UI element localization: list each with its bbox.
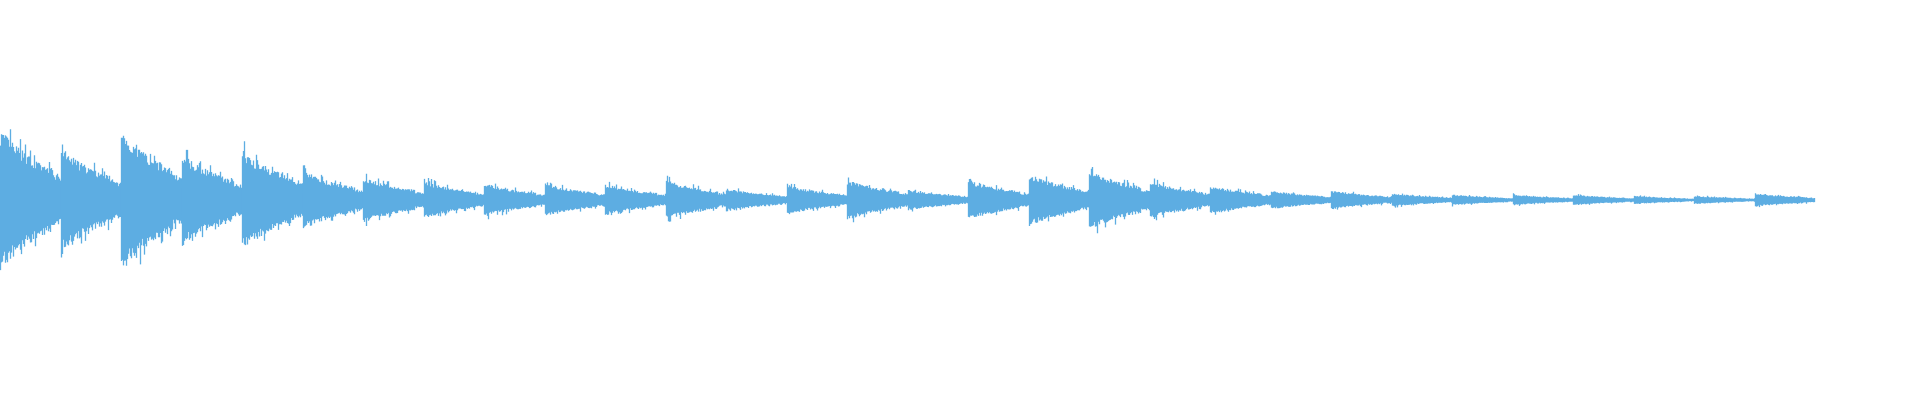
waveform-segment-4 — [181, 149, 243, 246]
waveform-segment-28 — [1633, 195, 1695, 204]
waveform-segment-16 — [907, 189, 969, 212]
waveform-segment-14 — [786, 183, 848, 215]
waveform-segment-18 — [1028, 176, 1090, 226]
waveform-segment-15 — [846, 177, 909, 223]
waveform-segment-3 — [120, 135, 183, 266]
waveform-segments — [0, 129, 1816, 271]
waveform-segment-24 — [1391, 193, 1453, 208]
waveform-segment-2 — [60, 144, 122, 258]
waveform-segment-22 — [1270, 191, 1332, 209]
waveform-segment-29 — [1693, 195, 1756, 204]
waveform-segment-7 — [362, 173, 425, 226]
waveform-segment-11 — [604, 181, 667, 216]
waveform-segment-12 — [665, 175, 727, 222]
waveform-segment-17 — [967, 178, 1030, 218]
waveform-segment-27 — [1572, 194, 1635, 205]
waveform-segment-21 — [1209, 187, 1272, 215]
waveform-segment-23 — [1330, 191, 1393, 210]
waveform-segment-30 — [1754, 193, 1816, 208]
waveform-segment-25 — [1451, 194, 1514, 207]
waveform-segment-9 — [483, 183, 546, 220]
waveform-segment-8 — [423, 178, 485, 217]
waveform-segment-13 — [725, 188, 788, 212]
waveform-segment-1 — [0, 129, 62, 271]
waveform-segment-6 — [302, 165, 364, 229]
waveform-segment-10 — [544, 182, 606, 216]
waveform-segment-26 — [1512, 193, 1574, 206]
waveform-segment-20 — [1149, 178, 1211, 221]
waveform-segment-19 — [1088, 167, 1151, 234]
waveform-segment-5 — [241, 141, 304, 246]
